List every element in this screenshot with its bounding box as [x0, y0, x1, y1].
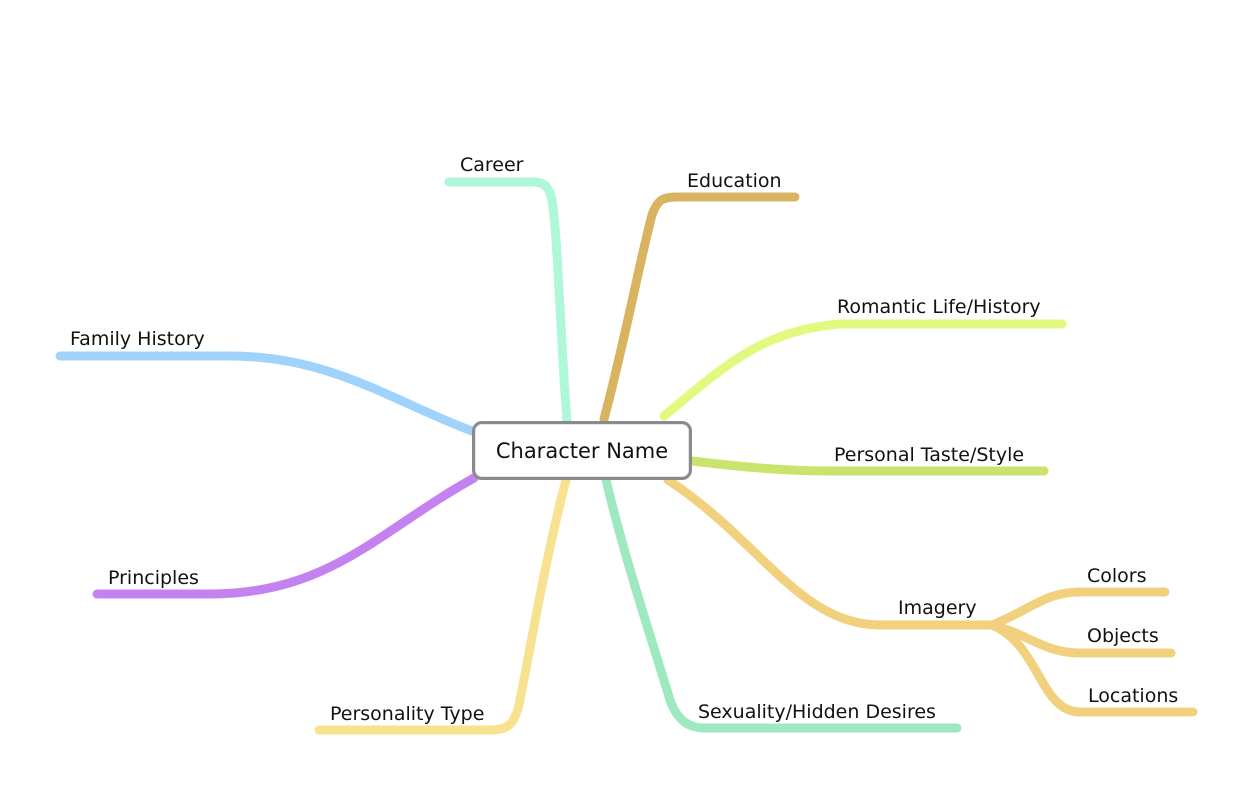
branch-imagery-line: [663, 475, 997, 630]
topic-education[interactable]: Education: [687, 170, 782, 192]
central-topic-node[interactable]: Character Name: [472, 421, 692, 480]
branch-taste-line: [687, 456, 1049, 476]
branch-romantic-line: [659, 319, 1067, 421]
topic-objects[interactable]: Objects: [1087, 625, 1159, 647]
central-topic-label: Character Name: [495, 438, 669, 463]
branch-locations-line: [987, 620, 1198, 717]
topic-personality-type[interactable]: Personality Type: [330, 703, 485, 725]
topic-personal-taste-style[interactable]: Personal Taste/Style: [834, 444, 1025, 466]
branch-personality-line: [314, 475, 571, 735]
topic-career[interactable]: Career: [460, 154, 524, 176]
topic-locations[interactable]: Locations: [1088, 685, 1179, 707]
topic-colors[interactable]: Colors: [1087, 565, 1147, 587]
branch-sexuality-line: [601, 475, 962, 733]
branch-education-line: [599, 192, 800, 424]
topic-imagery[interactable]: Imagery: [898, 597, 977, 619]
topic-sexuality-hidden-desires[interactable]: Sexuality/Hidden Desires: [698, 701, 936, 723]
topic-family-history[interactable]: Family History: [70, 328, 205, 350]
branch-family-line: [55, 351, 477, 436]
branch-colors-line: [987, 587, 1170, 630]
topic-romantic-life-history[interactable]: Romantic Life/History: [837, 296, 1041, 318]
branch-principles-line: [92, 473, 479, 599]
branch-career-line: [444, 177, 572, 426]
topic-principles[interactable]: Principles: [108, 567, 199, 589]
